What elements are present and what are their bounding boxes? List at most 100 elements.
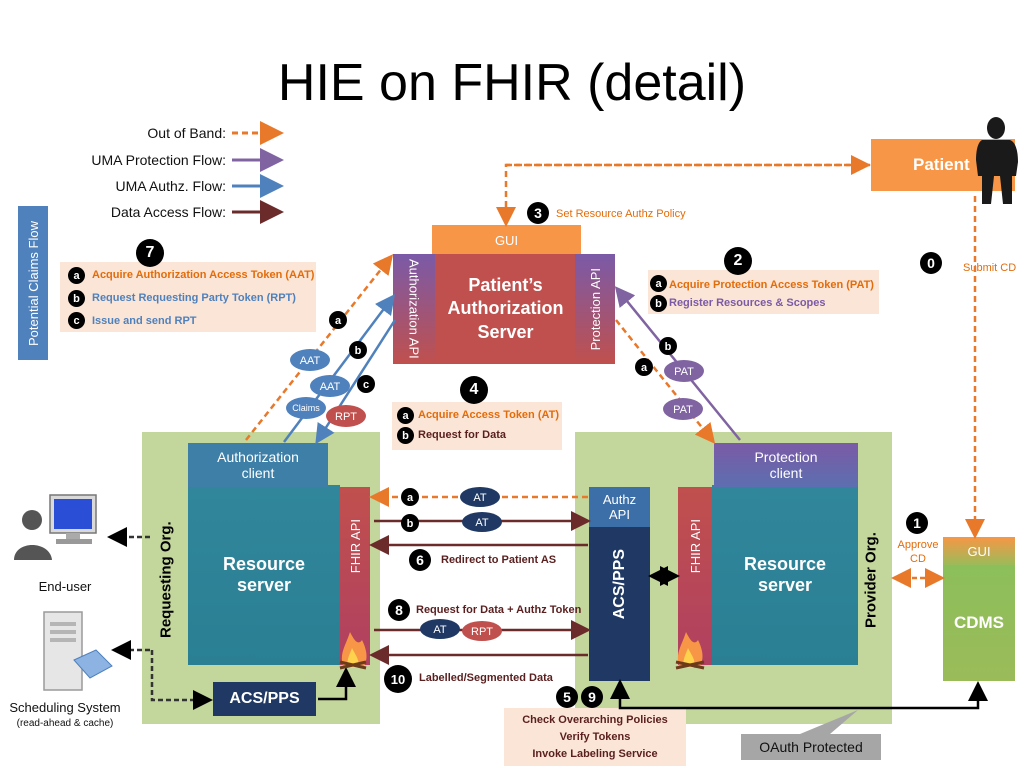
end-user-icon (14, 494, 97, 560)
letter-badge-4b: b (401, 514, 419, 532)
step10-text: Labelled/Segmented Data (419, 672, 553, 684)
step7c-letter: c (68, 312, 85, 329)
step6-text: Redirect to Patient AS (441, 554, 557, 566)
protection-api: Protection API (575, 254, 615, 364)
step6-number: 6 (409, 549, 431, 571)
step2a-letter: a (650, 275, 667, 292)
provider-resource-server-label: Resource server (743, 554, 827, 595)
authorization-server-label: Patient’s Authorization Server (447, 274, 564, 342)
letter-badge-7c: c (357, 375, 375, 393)
step5-number: 5 (556, 686, 578, 708)
step2-number: 2 (724, 247, 752, 275)
step2a-arrow (615, 319, 716, 444)
token-aat-1: AAT (290, 349, 330, 371)
token-at-2-text: AT (475, 517, 489, 529)
letter-badge-7a: a (329, 311, 347, 329)
step0-number: 0 (920, 252, 942, 274)
step4-number: 4 (460, 376, 488, 404)
token-aat-2: AAT (310, 375, 350, 397)
letter-badge-7a-text: a (335, 315, 342, 327)
token-at-2: AT (462, 512, 502, 532)
legend-uma-authz-label: UMA Authz. Flow: (115, 178, 226, 194)
token-at-3-text: AT (433, 624, 447, 636)
step4a-text: Acquire Access Token (AT) (418, 409, 559, 421)
token-pat-1: PAT (664, 360, 704, 382)
page-title: HIE on FHIR (detail) (277, 54, 747, 112)
step7a-letter: a (68, 267, 85, 284)
authorization-server: Patient’s Authorization Server (435, 254, 576, 364)
letter-badge-4a-text: a (407, 492, 414, 504)
step7-box (60, 262, 316, 332)
scheduling-to-acs-arrow (150, 650, 213, 710)
authorization-client: Authorization client (188, 443, 328, 487)
authorization-api-label: Authorization API (406, 259, 422, 359)
step1-text: Approve CD (897, 539, 939, 565)
step7-number: 7 (136, 239, 164, 267)
fire-icon-provider (675, 632, 705, 670)
token-rpt-2: RPT (462, 621, 502, 641)
step59-line-1: Check Overarching Policies (522, 714, 668, 726)
token-rpt-2-text: RPT (471, 626, 493, 638)
step2b-letter: b (650, 295, 667, 312)
patient-to-gui-arrow (496, 163, 870, 227)
authorization-api: Authorization API (393, 254, 435, 364)
oauth-pointer (800, 710, 858, 734)
legend-uma-protection-label: UMA Protection Flow: (91, 152, 226, 168)
legend-out-of-band-label: Out of Band: (147, 125, 226, 141)
letter-badge-2a: a (635, 358, 653, 376)
step3-text: Set Resource Authz Policy (556, 208, 686, 220)
authorization-client-label: Authorization client (217, 449, 299, 481)
cdms-gui: GUI (943, 537, 1015, 565)
auth-server-gui: GUI (432, 225, 581, 255)
letter-badge-4b-text: b (407, 518, 414, 530)
step59-line-3: Invoke Labeling Service (532, 748, 658, 760)
requesting-fhir-api: FHIR API (340, 487, 370, 665)
step7a-arrow (245, 254, 394, 441)
step2b-text: Register Resources & Scopes (669, 297, 826, 309)
patient-person-icon (976, 117, 1018, 204)
step7b-letter: b (68, 290, 85, 307)
step0-text: Submit CD (963, 262, 1017, 274)
token-at-1: AT (460, 487, 500, 507)
letter-badge-7b: b (349, 341, 367, 359)
oauth-protected-label: OAuth Protected (741, 734, 881, 760)
step10-number: 10 (384, 665, 412, 693)
token-aat-1-text: AAT (300, 355, 321, 367)
token-rpt-1-text: RPT (335, 411, 357, 423)
step7a-text: Acquire Authorization Access Token (AAT) (92, 269, 315, 281)
protection-client-label: Protection client (754, 449, 818, 481)
authz-api: Authz API (589, 487, 650, 527)
requesting-resource-server-label: Resource server (222, 554, 306, 595)
scheduling-system-icon (43, 611, 113, 691)
token-rpt-1: RPT (326, 405, 366, 427)
provider-fhir-api: FHIR API (678, 487, 712, 665)
token-pat-2: PAT (663, 398, 703, 420)
scheduling-system-sublabel: (read-ahead & cache) (16, 717, 114, 729)
step2a-text: Acquire Protection Access Token (PAT) (669, 279, 874, 291)
step7b-text: Request Requesting Party Token (RPT) (92, 292, 296, 304)
letter-badge-7b-text: b (355, 345, 362, 357)
step4b-text: Request for Data (418, 429, 507, 441)
step4-box (392, 402, 562, 450)
step2-box (648, 270, 879, 314)
step8-text: Request for Data + Authz Token (416, 604, 582, 616)
step4a-letter: a (397, 407, 414, 424)
letter-badge-2b: b (659, 337, 677, 355)
provider-resource-server: Resource server (712, 485, 858, 665)
step1-number: 1 (906, 512, 928, 534)
requesting-acs-pps: ACS/PPS (213, 682, 316, 716)
legend-data-access-label: Data Access Flow: (110, 204, 226, 220)
token-claims-text: Claims (292, 403, 320, 413)
letter-badge-2b-text: b (665, 341, 672, 353)
acs-cdms-loop-arrow (610, 679, 988, 710)
token-pat-2-text: PAT (673, 404, 693, 416)
token-claims: Claims (286, 397, 326, 419)
letter-badge-2a-text: a (641, 362, 648, 374)
authz-api-label: Authz API (602, 492, 637, 522)
step7c-text: Issue and send RPT (92, 315, 197, 327)
step4b-letter: b (397, 427, 414, 444)
token-at-3: AT (420, 619, 460, 639)
token-at-1-text: AT (473, 492, 487, 504)
